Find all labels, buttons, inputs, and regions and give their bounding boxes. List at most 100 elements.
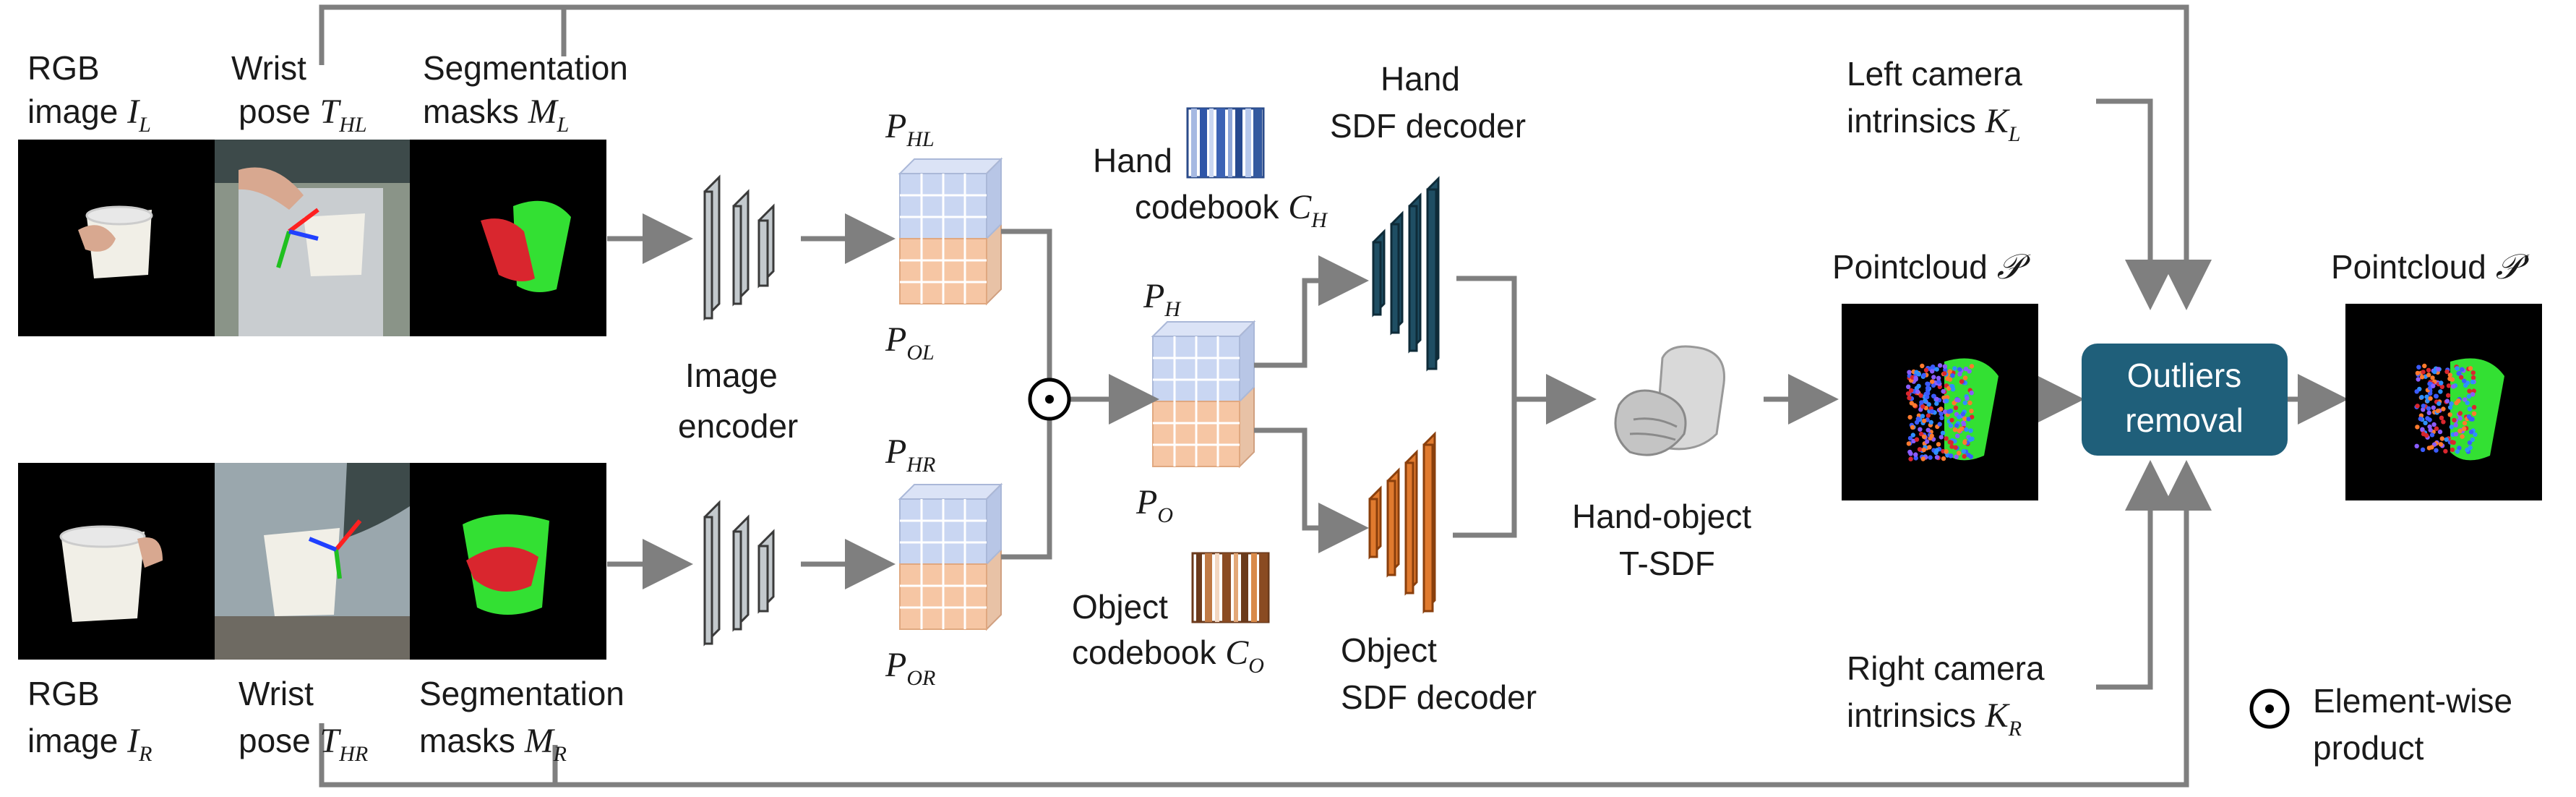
- pointcloud-point: [2441, 419, 2446, 425]
- pointcloud-point: [2470, 375, 2476, 380]
- pointcloud-point: [2462, 420, 2468, 426]
- pointcloud-point: [2470, 370, 2476, 375]
- pointcloud-point: [2423, 432, 2429, 438]
- pointcloud-point: [1939, 415, 1944, 421]
- pointcloud-point: [2444, 369, 2450, 375]
- right-camera-label2: intrinsics: [1847, 696, 1976, 734]
- pointcloud-point: [1914, 437, 1920, 442]
- pointcloud-point: [2447, 376, 2452, 381]
- right-wrist-subscript: HR: [338, 742, 368, 766]
- pointcloud-point: [2453, 422, 2458, 427]
- pointcloud-point: [2431, 383, 2436, 388]
- svg-text:pose THR: pose THR: [239, 722, 368, 766]
- pointcloud-point: [2439, 415, 2444, 420]
- pointcloud-point: [1944, 449, 1949, 454]
- pointcloud-out-symbol: 𝒫′: [2496, 248, 2530, 286]
- pointcloud-point: [1925, 413, 1931, 418]
- pointcloud-point: [2429, 445, 2434, 450]
- svg-text:intrinsics KL: intrinsics KL: [1847, 102, 2020, 146]
- pointcloud-point: [1918, 393, 1923, 399]
- pointcloud-point: [2471, 404, 2477, 410]
- pointcloud-point: [1962, 440, 1967, 446]
- pointcloud-point: [1925, 394, 1930, 400]
- pointcloud-point: [2463, 383, 2468, 388]
- pointcloud-point: [1948, 423, 1954, 428]
- pointcloud-point: [1924, 439, 1930, 444]
- pointcloud-point: [1957, 414, 1962, 419]
- feature-h-symbol: P: [1143, 277, 1164, 315]
- pointcloud-point: [1969, 364, 1975, 369]
- pointcloud-point: [1969, 391, 1974, 396]
- pointcloud-point: [2467, 406, 2473, 412]
- left-rgb-subscript: L: [138, 113, 151, 137]
- left-wrist-symbol: T: [320, 93, 342, 131]
- pointcloud-point: [1936, 375, 1941, 380]
- pointcloud-point: [2426, 410, 2431, 415]
- right-segmentation-mask: [410, 463, 606, 660]
- pointcloud-point: [1916, 383, 1921, 388]
- pointcloud-point: [2447, 405, 2453, 410]
- pointcloud-point: [1949, 444, 1954, 449]
- pointcloud-point: [1946, 385, 1952, 391]
- fusion-lines: [1001, 98, 2348, 690]
- pointcloud-point: [2426, 406, 2431, 411]
- pointcloud-point: [1930, 369, 1935, 374]
- pointcloud-point: [2421, 404, 2426, 409]
- pointcloud-point: [1954, 454, 1959, 459]
- feature-grid-fused: [1151, 320, 1256, 469]
- pointcloud-point: [1936, 379, 1941, 384]
- hand-decoder-label2: SDF decoder: [1330, 107, 1526, 145]
- outliers-label1: Outliers: [2127, 357, 2241, 394]
- pointcloud-point: [2470, 437, 2475, 443]
- pointcloud-point: [2438, 442, 2444, 447]
- left-wrist-label2: pose: [239, 93, 311, 130]
- feature-grid-left: [898, 157, 1003, 306]
- pointcloud-point: [1941, 456, 1946, 461]
- left-seg-subscript: L: [557, 113, 570, 137]
- left-input-labels: RGB image IL Wrist pose THL Segmentation…: [27, 49, 628, 137]
- pointcloud-point: [1962, 400, 1967, 406]
- pointcloud-point: [1906, 441, 1912, 446]
- pointcloud-point: [2468, 366, 2473, 371]
- image-encoder-left: [703, 174, 775, 321]
- svg-text:masks ML: masks ML: [423, 93, 569, 137]
- right-input-labels: RGB image IR Wrist pose THR Segmentation…: [27, 675, 624, 766]
- pointcloud-point: [2470, 392, 2476, 397]
- pointcloud-point: [1923, 367, 1929, 372]
- pointcloud-point: [1920, 404, 1925, 409]
- pointcloud-point: [1913, 452, 1918, 457]
- pointcloud-point: [2419, 395, 2424, 400]
- encoder-label-1: Image: [685, 357, 778, 394]
- pointcloud-point: [2415, 370, 2421, 376]
- hand-codebook-icon: [1186, 107, 1265, 179]
- pointcloud-point: [2426, 372, 2431, 378]
- pointcloud-point: [2434, 393, 2439, 399]
- pointcloud-point: [2455, 366, 2460, 371]
- pointcloud-point: [1936, 442, 1941, 447]
- pointcloud-point: [1920, 414, 1925, 419]
- pointcloud-point: [1934, 367, 1939, 372]
- svg-text:POR: POR: [885, 646, 935, 690]
- pointcloud-point: [1918, 427, 1923, 432]
- left-segmentation-mask: [410, 140, 606, 336]
- pointcloud-point: [1914, 370, 1919, 375]
- pointcloud-point: [2437, 429, 2443, 435]
- object-codebook-symbol: C: [1225, 634, 1249, 672]
- pointcloud-point: [2441, 406, 2446, 412]
- pointcloud-point: [1941, 388, 1946, 394]
- pointcloud-point: [2437, 401, 2442, 406]
- pointcloud-point: [2447, 372, 2452, 378]
- svg-text:PH: PH: [1143, 277, 1182, 321]
- pointcloud-point: [1956, 451, 1962, 456]
- right-wrist-pose-image: [215, 463, 410, 660]
- pointcloud-point: [2439, 436, 2444, 441]
- pointcloud-point: [2431, 405, 2436, 410]
- pointcloud-point: [2415, 404, 2420, 409]
- right-rgb-label: RGB: [27, 675, 100, 712]
- svg-text:Pointcloud 𝒫′: Pointcloud 𝒫′: [2331, 248, 2530, 286]
- image-encoder-right: [703, 500, 775, 647]
- left-seg-symbol: M: [528, 93, 559, 131]
- legend: Element-wise product: [2249, 682, 2512, 767]
- right-wrist-label: Wrist: [239, 675, 314, 712]
